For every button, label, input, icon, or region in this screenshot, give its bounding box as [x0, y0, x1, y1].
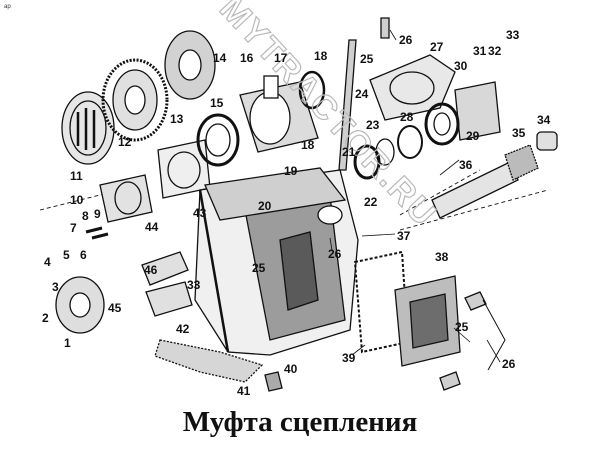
callout-label: 18 — [314, 49, 328, 63]
callout-label: 42 — [176, 322, 190, 336]
callout-label: 40 — [284, 362, 298, 376]
part-26-bolts — [380, 17, 506, 391]
callout-label: 8 — [82, 209, 89, 223]
part-14-plate — [164, 30, 216, 100]
callout-label: 32 — [488, 44, 502, 58]
part-29-bearing — [397, 81, 501, 159]
part-22-ring — [353, 138, 395, 180]
callout-label: 23 — [366, 118, 380, 132]
callout-label: 13 — [170, 112, 184, 126]
callout-label: 20 — [258, 199, 272, 213]
callout-label: 46 — [144, 263, 158, 277]
callout-label: 33 — [187, 278, 201, 292]
part-18-ring — [298, 70, 326, 110]
callout-label: 2 — [42, 311, 49, 325]
assembly-lines — [39, 169, 549, 231]
callout-label: 15 — [210, 96, 224, 110]
part-25-clutch-housing — [194, 167, 359, 356]
callout-label: 35 — [512, 126, 526, 140]
part-39-gasket — [353, 250, 410, 354]
callout-label: 25 — [455, 320, 469, 334]
callout-label: 31 — [473, 44, 487, 58]
part-12-ring-gear — [101, 58, 169, 142]
callout-label: 25 — [360, 52, 374, 66]
callout-labels: 1 2 3 4 5 6 7 8 9 10 11 12 13 14 15 16 1… — [42, 28, 551, 398]
part-41-gasket — [154, 339, 264, 383]
part-40-nut — [264, 371, 283, 392]
callout-label: 10 — [70, 193, 84, 207]
callout-label: 26 — [328, 247, 342, 261]
callout-label: 38 — [435, 250, 449, 264]
callout-label: 26 — [502, 357, 516, 371]
callout-label: 22 — [364, 195, 378, 209]
part-8-pin — [85, 226, 109, 240]
callout-label: 27 — [430, 40, 444, 54]
part-11-disc — [61, 91, 115, 165]
part-38-lid — [394, 275, 461, 367]
callout-label: 11 — [70, 169, 83, 183]
part-27-cover-cap — [369, 54, 456, 121]
callout-label: 16 — [240, 51, 254, 65]
callout-label: 12 — [118, 135, 132, 149]
part-34-bushing — [536, 131, 558, 151]
callout-label: 17 — [274, 51, 288, 65]
callout-label: 7 — [70, 221, 77, 235]
part-46-fork — [141, 251, 193, 317]
callout-label: 14 — [213, 51, 227, 65]
callout-label: 45 — [108, 301, 122, 315]
corner-mark: ap — [4, 4, 11, 10]
callout-label: 30 — [454, 59, 468, 73]
callout-label: 6 — [80, 248, 87, 262]
part-45-release-unit — [55, 276, 105, 334]
callout-label: 33 — [506, 28, 520, 42]
callout-label: 5 — [63, 248, 70, 262]
callout-label: 44 — [145, 220, 159, 234]
callout-label: 19 — [284, 164, 298, 178]
callout-label: 9 — [94, 207, 101, 221]
parts-drawing — [39, 17, 558, 392]
callout-label: 43 — [193, 206, 207, 220]
part-24-lever — [338, 39, 357, 171]
callout-label: 3 — [52, 280, 59, 294]
callout-label: 36 — [459, 158, 473, 172]
callout-label: 39 — [342, 351, 356, 365]
callout-label: 29 — [466, 129, 480, 143]
callout-label: 34 — [537, 113, 551, 127]
part-35-shaft — [431, 144, 539, 219]
leader-lines — [329, 29, 501, 363]
diagram-title: Муфта сцепления — [182, 406, 418, 438]
callout-label: 25 — [252, 261, 266, 275]
part-10-sleeve — [99, 174, 153, 223]
callout-label: 28 — [400, 110, 414, 124]
callout-label: 4 — [44, 255, 51, 269]
part-15-bearing — [196, 113, 240, 167]
callout-label: 41 — [237, 384, 251, 398]
callout-label: 24 — [355, 87, 369, 101]
callout-label: 1 — [64, 336, 71, 350]
exploded-parts-diagram: ap — [4, 0, 558, 398]
callout-label: 37 — [397, 229, 411, 243]
callout-label: 21 — [342, 145, 356, 159]
part-17-sleeve — [239, 75, 319, 153]
callout-label: 26 — [399, 33, 413, 47]
callout-label: 18 — [301, 138, 315, 152]
